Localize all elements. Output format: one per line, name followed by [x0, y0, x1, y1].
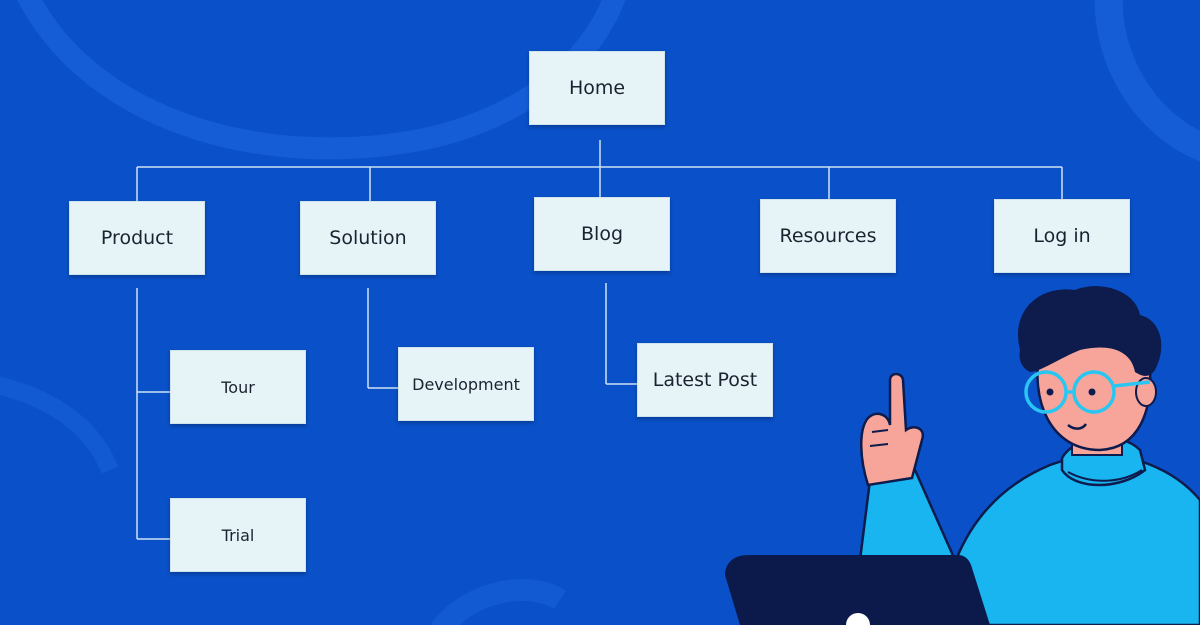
node-latest-post: Latest Post	[637, 343, 773, 417]
node-solution: Solution	[300, 201, 436, 275]
person-hair	[1018, 286, 1162, 376]
node-resources: Resources	[760, 199, 896, 273]
node-login: Log in	[994, 199, 1130, 273]
node-trial: Trial	[170, 498, 306, 572]
node-home: Home	[529, 51, 665, 125]
node-tour: Tour	[170, 350, 306, 424]
glasses-icon	[1024, 370, 1151, 414]
node-development: Development	[398, 347, 534, 421]
node-product: Product	[69, 201, 205, 275]
node-blog: Blog	[534, 197, 670, 271]
person-hand	[860, 372, 925, 487]
laptop-icon	[725, 555, 990, 625]
